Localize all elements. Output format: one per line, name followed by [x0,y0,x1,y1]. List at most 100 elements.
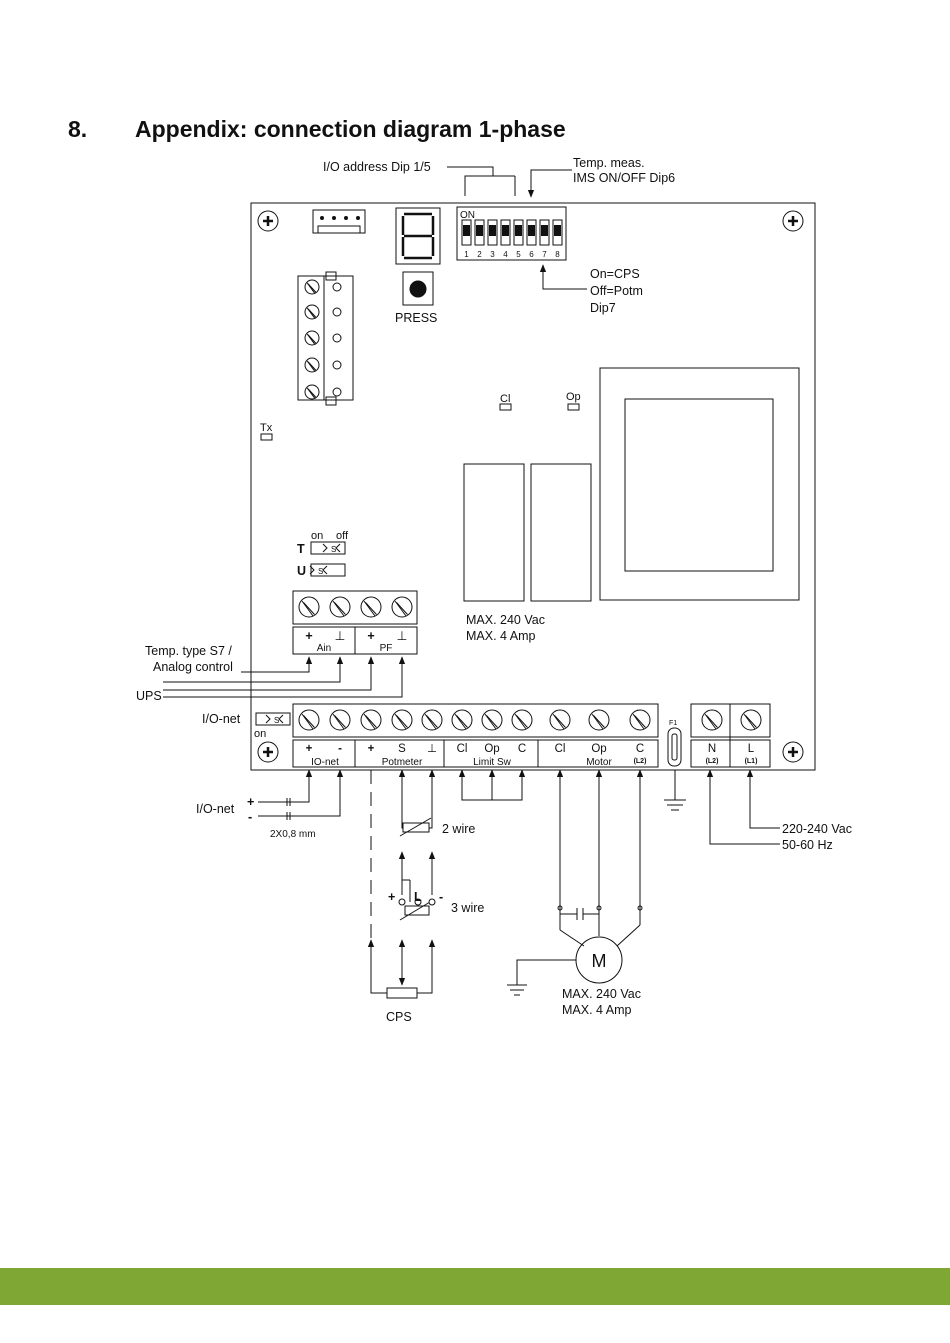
dip-number: 2 [477,250,482,259]
terminal-screw-icon [304,330,320,346]
io-net-plus: + [247,795,254,809]
junction-icon [557,905,563,911]
terminal-screw-icon [588,709,610,731]
mains-l-sub-label: (L1) [745,758,758,765]
dip7-off-label: Off=Potm [590,284,643,298]
terminal-screw-icon [549,709,571,731]
pin-connector [312,209,366,234]
supply-voltage-label: 220-240 Vac [782,822,852,836]
limit-c-terminal: C [518,743,526,755]
mounting-hole-icon [257,210,279,232]
terminal-screw-icon [629,709,651,731]
jumper-on-label: on [311,530,323,542]
jumper-u-label: U [297,564,306,578]
dip7-on-label: On=CPS [590,267,640,281]
io-net-jumper-label: I/O-net [202,712,241,726]
terminal-screw-icon [391,596,413,618]
potmeter-s-terminal: S [398,743,406,755]
dip-number: 3 [490,250,495,259]
transformer [599,367,800,601]
section-title: Appendix: connection diagram 1-phase [135,116,566,142]
junction-icon [637,905,643,911]
ups-label: UPS [136,689,162,703]
io-net-minus: - [248,810,252,824]
dip-switch [456,206,567,261]
terminal-screw-icon [304,304,320,320]
terminal-screw-icon [391,709,413,731]
jumper-t [310,541,346,555]
section-heading: 8.Appendix: connection diagram 1-phase [68,116,566,143]
terminal-screw-icon [298,709,320,731]
pin-hole-icon [332,333,342,343]
mounting-hole-icon [782,210,804,232]
terminal-screw-icon [701,709,723,731]
temp-type-label: Temp. type S7 / [145,644,232,658]
three-wire-plus: + [388,890,395,904]
temp-meas-label: Temp. meas. [573,156,645,170]
motor-c-sub-label: (L2) [634,758,647,765]
jumper-off-label: off [336,530,349,542]
motor-op-terminal: Op [591,743,606,755]
dip-on-label: ON [460,210,475,221]
controller-board [250,202,816,771]
led-cl [499,403,512,411]
jumper-u [310,563,346,577]
pin-hole-icon [332,282,342,292]
limit-sw-group-label: Limit Sw [473,757,512,768]
pf-plus: + [367,629,374,643]
relay-voltage-rating: MAX. 240 Vac [466,613,545,627]
mounting-holes [257,210,804,763]
motor-current-rating: MAX. 4 Amp [562,1003,632,1017]
relay-current-rating: MAX. 4 Amp [466,629,536,643]
three-wire-label: 3 wire [451,901,484,915]
terminal-screw-icon [481,709,503,731]
motor-symbol: M [592,951,607,971]
pin-hole-icon [332,307,342,317]
led-cl-label: Cl [500,393,510,405]
wiring [163,166,780,999]
three-wire-minus: - [439,890,443,904]
io-net-minus-terminal: - [338,743,342,755]
terminal-screws [298,216,762,731]
mains-n-terminal: N [708,743,716,755]
junction-icon [596,905,602,911]
mounting-hole-icon [257,741,279,763]
jumper-marks: S S S [265,543,643,911]
mains-n-sub-label: (L2) [706,758,719,765]
terminal-screw-icon [740,709,762,731]
terminal-screw-icon [451,709,473,731]
relay-1 [463,463,525,602]
dip-number: 5 [516,250,521,259]
pf-ground: ⊥ [397,629,408,643]
dip7-label: Dip7 [590,301,616,315]
led-tx [260,433,273,441]
led-op [567,403,580,411]
dip-levers [461,219,563,246]
three-wire-l: L [414,890,422,904]
ain-ground: ⊥ [335,629,346,643]
terminal-screw-icon [298,596,320,618]
fuse [667,727,682,767]
motor-c-terminal: C [636,743,644,755]
upper-terminal-block [292,590,418,655]
pin-hole-icon [332,360,342,370]
ims-dip6-label: IMS ON/OFF Dip6 [573,171,675,185]
jumper-s-mark: S [331,545,336,554]
two-wire-label: 2 wire [442,822,475,836]
terminal-screw-icon [329,709,351,731]
vertical-terminal-block [297,271,354,406]
potmeter-ground-terminal: ⊥ [427,743,437,755]
terminal-screw-icon [304,279,320,295]
supply-frequency-label: 50-60 Hz [782,838,833,852]
potmeter-plus-terminal: + [368,743,375,755]
ain-plus: + [305,629,312,643]
jumper-s-mark: S [318,567,323,576]
cable-size-label: 2X0,8 mm [270,829,316,840]
led-op-label: Op [566,391,581,403]
dip-number: 6 [529,250,534,259]
io-net-plus-terminal: + [306,743,313,755]
io-net-cable-label: I/O-net [196,802,235,816]
io-address-label: I/O address Dip 1/5 [323,160,431,174]
